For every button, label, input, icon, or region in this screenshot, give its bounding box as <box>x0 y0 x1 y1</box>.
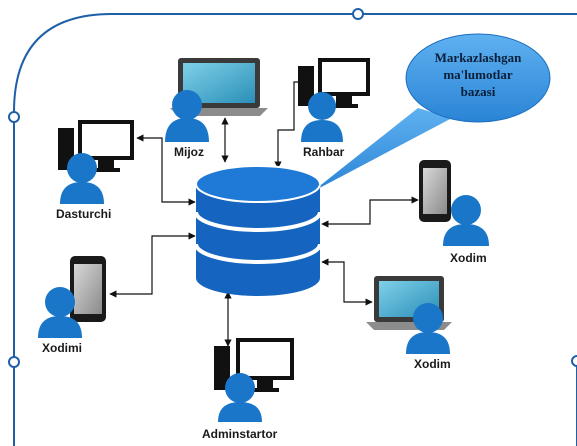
adminstartor-label: Adminstartor <box>202 427 278 441</box>
frame-handle-left-top <box>8 111 20 123</box>
smartphone-icon <box>419 160 451 222</box>
mijoz-node: Mijoz <box>165 58 268 159</box>
desktop-icon <box>214 338 294 392</box>
xodim-phone-node: Xodim <box>419 160 489 265</box>
desktop-icon <box>58 120 134 172</box>
connectors <box>109 78 419 347</box>
frame-handle-right <box>571 355 577 367</box>
frame-handle-left-bottom <box>8 356 20 368</box>
frame-handle-top <box>352 8 364 20</box>
person-icon <box>218 373 262 422</box>
person-icon <box>60 153 104 204</box>
callout-line-3: bazasi <box>461 84 496 99</box>
person-icon <box>165 90 209 142</box>
frame <box>8 8 577 446</box>
xodimi-label: Xodimi <box>42 341 82 355</box>
mijoz-label: Mijoz <box>174 145 204 159</box>
dasturchi-node: Dasturchi <box>56 120 134 221</box>
desktop-icon <box>298 58 370 108</box>
dasturchi-label: Dasturchi <box>56 207 111 221</box>
xodim-laptop-label: Xodim <box>414 357 451 371</box>
rahbar-node: Rahbar <box>298 58 370 159</box>
xodim-laptop-node: Xodim <box>366 276 452 371</box>
adminstartor-node: Adminstartor <box>202 338 294 441</box>
database-icon <box>194 165 322 296</box>
callout-line-2: ma'lumotlar <box>443 67 513 82</box>
xodimi-node: Xodimi <box>38 256 106 355</box>
smartphone-icon <box>70 256 106 322</box>
callout-bubble: Markazlashgan ma'lumotlar bazasi <box>312 33 551 192</box>
person-icon <box>38 287 82 338</box>
rahbar-label: Rahbar <box>303 145 345 159</box>
person-icon <box>406 303 450 354</box>
person-icon <box>301 92 343 142</box>
callout-line-1: Markazlashgan <box>435 50 522 65</box>
xodim-phone-label: Xodim <box>450 251 487 265</box>
person-icon <box>443 195 489 246</box>
